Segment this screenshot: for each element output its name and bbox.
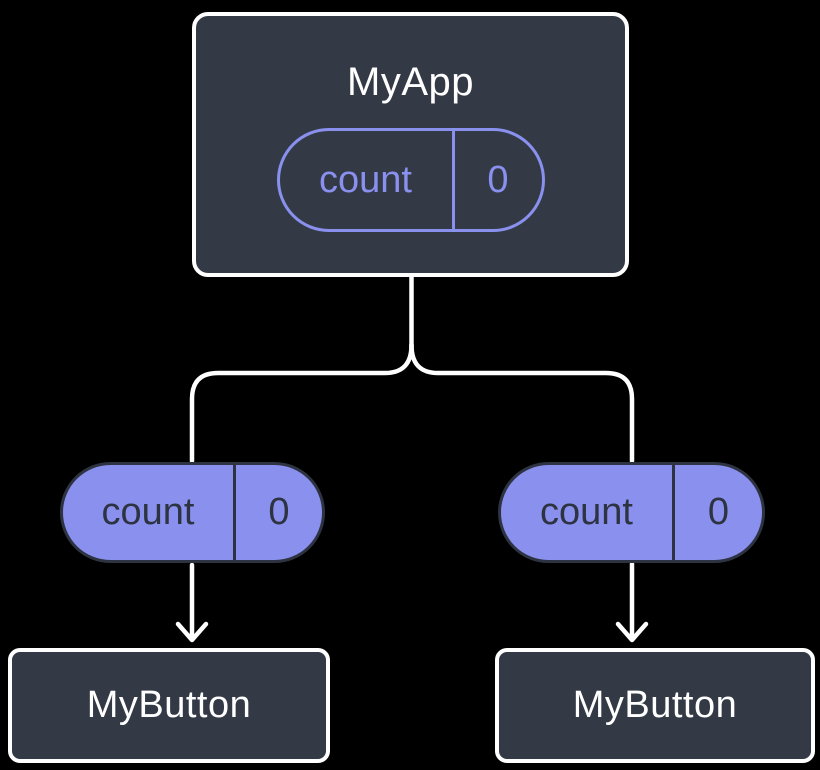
myapp-state-pill: count 0	[276, 128, 545, 232]
mybutton-node-right: MyButton	[495, 648, 815, 763]
myapp-node: MyApp count 0	[192, 12, 629, 277]
mybutton-node-left: MyButton	[8, 648, 330, 763]
state-value-label: 0	[487, 158, 509, 201]
state-value-label: 0	[268, 491, 290, 533]
connector-branch-right	[409, 342, 635, 464]
state-value-label: 0	[707, 491, 730, 533]
state-key-label: count	[63, 465, 236, 560]
arrow-left-head-icon	[175, 621, 209, 643]
arrow-right-head-icon	[615, 621, 649, 643]
mybutton-node-title: MyButton	[572, 684, 738, 726]
myapp-node-title: MyApp	[347, 60, 474, 104]
state-pill-left: count 0	[60, 462, 325, 563]
mybutton-node-title: MyButton	[86, 684, 252, 726]
state-pill-right: count 0	[498, 462, 765, 563]
state-key-label: count	[501, 465, 675, 560]
state-key-label: count	[280, 131, 455, 229]
connector-branch-left	[189, 342, 414, 464]
